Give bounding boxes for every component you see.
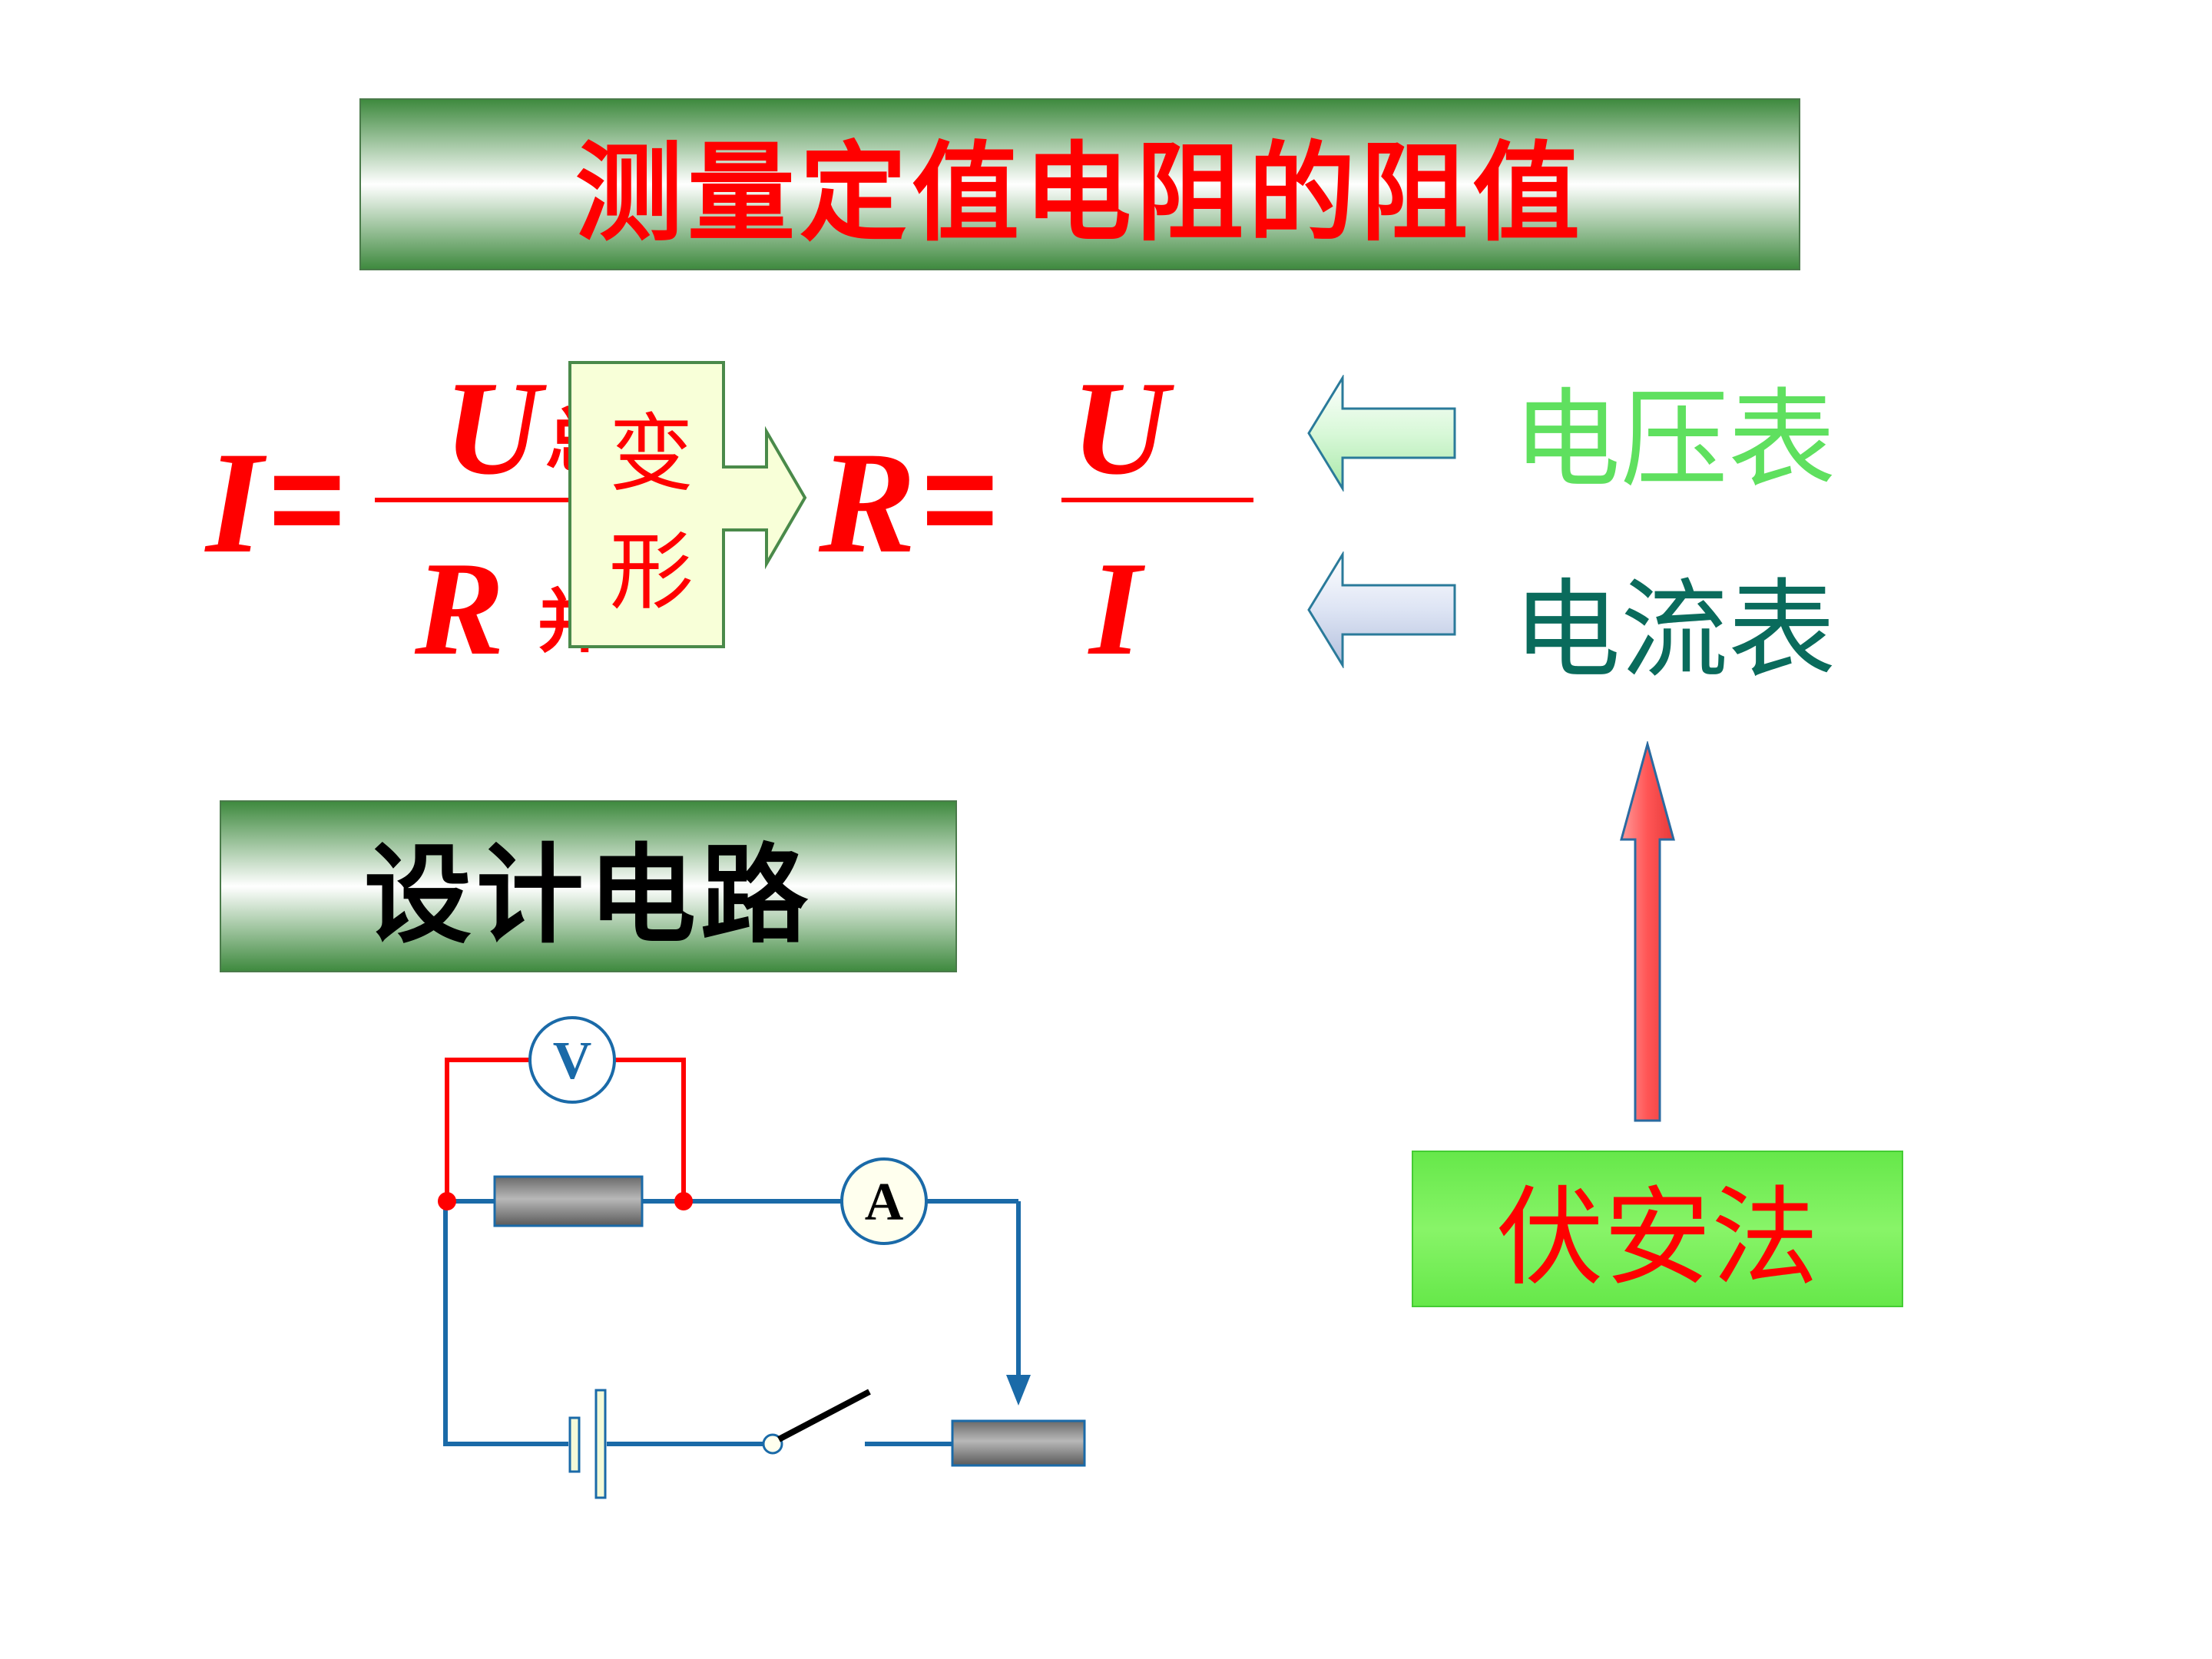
title-banner: 测量定值电阻的阻值 — [359, 98, 1800, 270]
voltmeter-label: 电压表 — [1513, 378, 1836, 503]
voltmeter-symbol: V — [553, 1031, 592, 1091]
method-box: 伏安法 — [1412, 1151, 1903, 1307]
transform-label-char-1: 变 — [609, 405, 694, 503]
rheostat — [951, 1419, 1086, 1467]
resistor — [493, 1175, 644, 1227]
formula-left-fraction-line — [375, 498, 651, 502]
voltmeter-circle — [528, 1016, 616, 1104]
method-label: 伏安法 — [1495, 1176, 1819, 1301]
voltmeter-right-lead — [614, 1058, 686, 1201]
junction-right — [674, 1192, 693, 1210]
battery-long-plate — [594, 1389, 607, 1499]
formula-right-numerator: U — [1071, 353, 1169, 502]
formula-left-lhs: I — [206, 422, 263, 584]
design-title: 设计电路 — [363, 833, 813, 959]
ammeter-arrow-icon — [1307, 551, 1456, 668]
battery-short-plate — [568, 1416, 581, 1473]
formula-left-numerator: U — [444, 353, 541, 502]
formula-right-equals: = — [922, 426, 998, 572]
formula-right-lhs: R — [819, 422, 916, 584]
voltmeter-left-lead — [445, 1058, 530, 1201]
switch-lever — [777, 1389, 871, 1442]
up-arrow-icon — [1620, 741, 1675, 1122]
formula-right-denominator: I — [1089, 534, 1142, 683]
ammeter-symbol: A — [865, 1173, 904, 1232]
formula-left-equals: = — [269, 426, 346, 572]
voltmeter-arrow-icon — [1307, 375, 1456, 492]
page-title: 测量定值电阻的阻值 — [575, 131, 1584, 257]
switch-pivot — [762, 1433, 783, 1455]
transform-label-char-2: 形 — [609, 523, 694, 621]
rheostat-slider-arrow-icon — [1006, 1375, 1031, 1406]
ammeter-circle — [840, 1157, 928, 1245]
ammeter-label: 电流表 — [1513, 568, 1836, 694]
formula-left-denominator: R — [415, 534, 505, 683]
formula-right-fraction-line — [1061, 498, 1253, 502]
junction-left — [438, 1192, 456, 1210]
wire-left-top — [443, 1201, 568, 1446]
transform-arrow-callout — [568, 361, 807, 648]
design-banner: 设计电路 — [220, 800, 957, 972]
circuit-diagram: V A — [438, 1016, 1086, 1499]
